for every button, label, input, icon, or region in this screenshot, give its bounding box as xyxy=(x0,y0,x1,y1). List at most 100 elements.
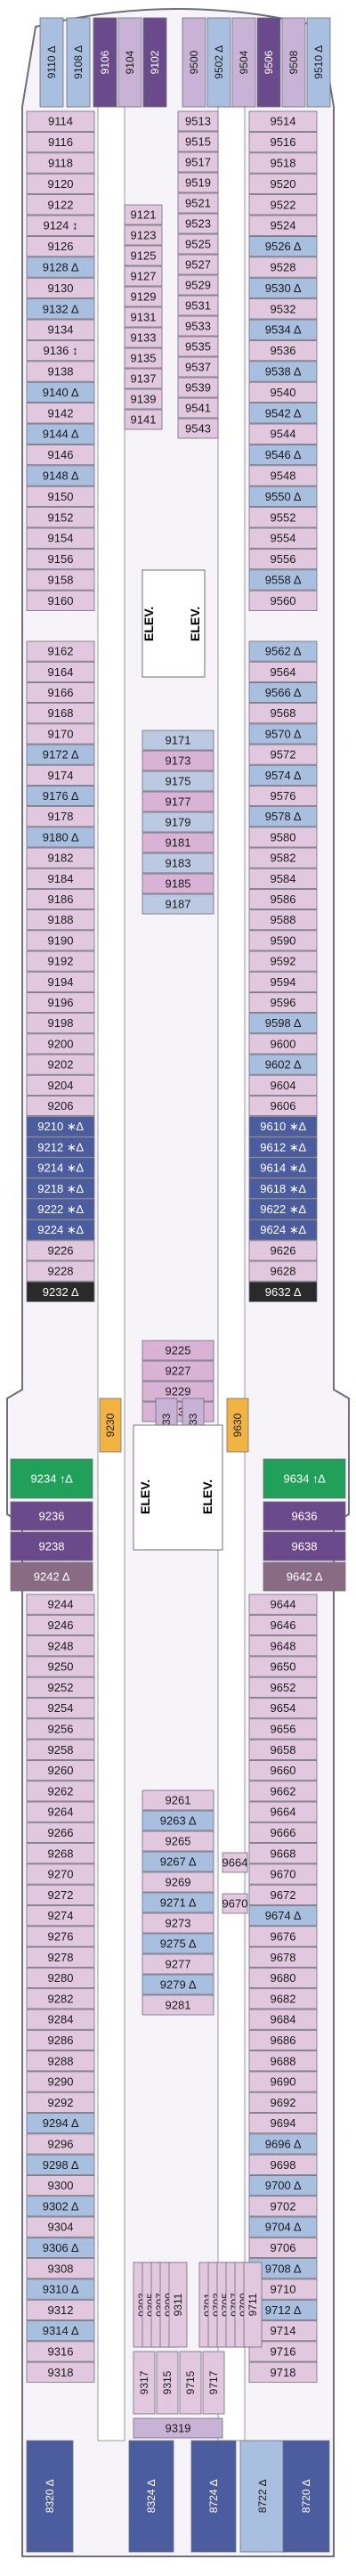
cabin[interactable]: 9536 xyxy=(248,339,318,362)
cabin[interactable]: 9510 ∆ xyxy=(306,17,331,108)
cabin[interactable]: 9539 xyxy=(177,377,219,398)
cabin[interactable]: 9302 ∆ xyxy=(26,2196,95,2217)
cabin[interactable]: 9686 xyxy=(248,2029,318,2051)
cabin[interactable]: 9202 xyxy=(26,1054,95,1075)
cabin[interactable]: 9662 xyxy=(248,1781,318,1802)
cabin[interactable]: 9590 xyxy=(248,930,318,951)
cabin[interactable]: 9226 xyxy=(26,1240,95,1261)
cabin[interactable]: 9173 xyxy=(142,750,214,771)
cabin[interactable]: 9717 xyxy=(202,2351,225,2415)
cabin[interactable]: 9600 xyxy=(248,1033,318,1055)
cabin[interactable]: 9628 xyxy=(248,1260,318,1282)
cabin[interactable]: 9152 xyxy=(26,507,95,528)
cabin[interactable]: 9131 xyxy=(124,306,163,328)
cabin[interactable]: 9642 ∆ xyxy=(263,1561,346,1592)
cabin[interactable]: 9580 xyxy=(248,827,318,848)
cabin[interactable]: 9228 xyxy=(26,1260,95,1282)
cabin[interactable]: 9632 ∆ xyxy=(248,1281,318,1302)
cabin[interactable]: 9166 xyxy=(26,682,95,704)
cabin[interactable]: 9182 xyxy=(26,847,95,868)
cabin[interactable]: 9311 xyxy=(168,2262,188,2348)
cabin[interactable]: 9660 xyxy=(248,1760,318,1781)
cabin[interactable]: 9646 xyxy=(248,1614,318,1636)
cabin[interactable]: 9177 xyxy=(142,791,214,812)
cabin[interactable]: 9664 xyxy=(248,1801,318,1822)
cabin[interactable]: 9588 xyxy=(248,909,318,931)
cabin[interactable]: 9674 ∆ xyxy=(248,1905,318,1927)
cabin[interactable]: 9162 xyxy=(26,640,95,662)
cabin[interactable]: 9123 xyxy=(124,224,163,246)
cabin[interactable]: 9292 xyxy=(26,2091,95,2113)
cabin[interactable]: 9526 ∆ xyxy=(248,235,318,257)
cabin[interactable]: 9277 xyxy=(142,1953,214,1975)
cabin[interactable]: 9214 ∗∆ xyxy=(26,1157,95,1178)
cabin[interactable]: 9570 ∆ xyxy=(248,723,318,745)
cabin[interactable]: 9264 xyxy=(26,1801,95,1822)
cabin[interactable]: 9654 xyxy=(248,1698,318,1719)
cabin[interactable]: 9171 xyxy=(142,730,214,751)
cabin[interactable]: 8324 ∆ xyxy=(128,2440,174,2553)
cabin[interactable]: 9550 ∆ xyxy=(248,485,318,508)
cabin[interactable]: 9275 ∆ xyxy=(142,1933,214,1954)
cabin[interactable]: 9546 ∆ xyxy=(248,444,318,466)
cabin[interactable]: 9172 ∆ xyxy=(26,744,95,765)
cabin[interactable]: 9300 xyxy=(26,2174,95,2197)
cabin[interactable]: 9710 xyxy=(248,2278,318,2300)
cabin[interactable]: 9156 xyxy=(26,549,95,570)
cabin[interactable]: 9294 ∆ xyxy=(26,2113,95,2134)
cabin[interactable]: 9146 xyxy=(26,444,95,466)
cabin[interactable]: 9190 xyxy=(26,930,95,951)
cabin[interactable]: 9122 xyxy=(26,194,95,216)
cabin[interactable]: 9194 xyxy=(26,971,95,992)
cabin[interactable]: 9584 xyxy=(248,868,318,889)
cabin[interactable]: 9533 xyxy=(177,315,219,337)
cabin[interactable]: 9174 xyxy=(26,764,95,786)
cabin[interactable]: 9124 ↕ xyxy=(26,215,95,236)
cabin[interactable]: 9718 xyxy=(248,2361,318,2383)
cabin[interactable]: 9134 xyxy=(26,319,95,340)
cabin[interactable]: 9120 xyxy=(26,173,95,194)
cabin[interactable]: 9218 ∗∆ xyxy=(26,1178,95,1199)
cabin[interactable]: 9306 ∆ xyxy=(26,2237,95,2259)
cabin[interactable]: 9284 xyxy=(26,2009,95,2030)
cabin[interactable]: 9636 xyxy=(263,1501,346,1531)
cabin[interactable]: 9178 xyxy=(26,806,95,827)
cabin[interactable]: 9266 xyxy=(26,1822,95,1844)
cabin[interactable]: 9622 ∗∆ xyxy=(248,1199,318,1220)
cabin[interactable]: 9700 ∆ xyxy=(248,2174,318,2197)
cabin[interactable]: 9238 xyxy=(10,1531,93,1561)
cabin[interactable]: 9562 ∆ xyxy=(248,640,318,662)
cabin[interactable]: 9234 ↑∆ xyxy=(10,1458,93,1499)
cabin[interactable]: 9118 xyxy=(26,152,95,174)
cabin[interactable]: 9116 xyxy=(26,131,95,153)
cabin[interactable]: 9711 xyxy=(243,2262,263,2348)
cabin[interactable]: 9688 xyxy=(248,2050,318,2072)
cabin[interactable]: 9666 xyxy=(248,1822,318,1844)
cabin[interactable]: 9141 xyxy=(124,409,163,430)
cabin[interactable]: 9523 xyxy=(177,213,219,234)
cabin[interactable]: 9529 xyxy=(177,274,219,296)
cabin[interactable]: 9702 xyxy=(248,2196,318,2217)
cabin[interactable]: 9154 xyxy=(26,527,95,549)
cabin[interactable]: 9248 xyxy=(26,1635,95,1657)
cabin[interactable]: 9137 xyxy=(124,368,163,389)
cabin[interactable]: 9278 xyxy=(26,1946,95,1968)
cabin[interactable]: 9634 ↑∆ xyxy=(263,1458,346,1499)
cabin[interactable]: 9268 xyxy=(26,1843,95,1864)
cabin[interactable]: 9164 xyxy=(26,661,95,682)
cabin[interactable]: 9180 ∆ xyxy=(26,827,95,848)
cabin[interactable]: 9168 xyxy=(26,703,95,724)
cabin[interactable]: 9102 xyxy=(142,17,167,108)
cabin[interactable]: 9279 ∆ xyxy=(142,1974,214,1995)
cabin[interactable]: 9690 xyxy=(248,2071,318,2092)
cabin[interactable]: 9614 ∗∆ xyxy=(248,1157,318,1178)
cabin[interactable]: 9518 xyxy=(248,152,318,174)
cabin[interactable]: 9566 ∆ xyxy=(248,682,318,704)
cabin[interactable]: 9525 xyxy=(177,233,219,255)
cabin[interactable]: 9204 xyxy=(26,1074,95,1096)
cabin[interactable]: 9186 xyxy=(26,889,95,910)
cabin[interactable]: 9598 ∆ xyxy=(248,1013,318,1034)
cabin[interactable]: 9140 ∆ xyxy=(26,381,95,404)
cabin[interactable]: 9252 xyxy=(26,1676,95,1698)
cabin[interactable]: 9114 xyxy=(26,110,95,132)
